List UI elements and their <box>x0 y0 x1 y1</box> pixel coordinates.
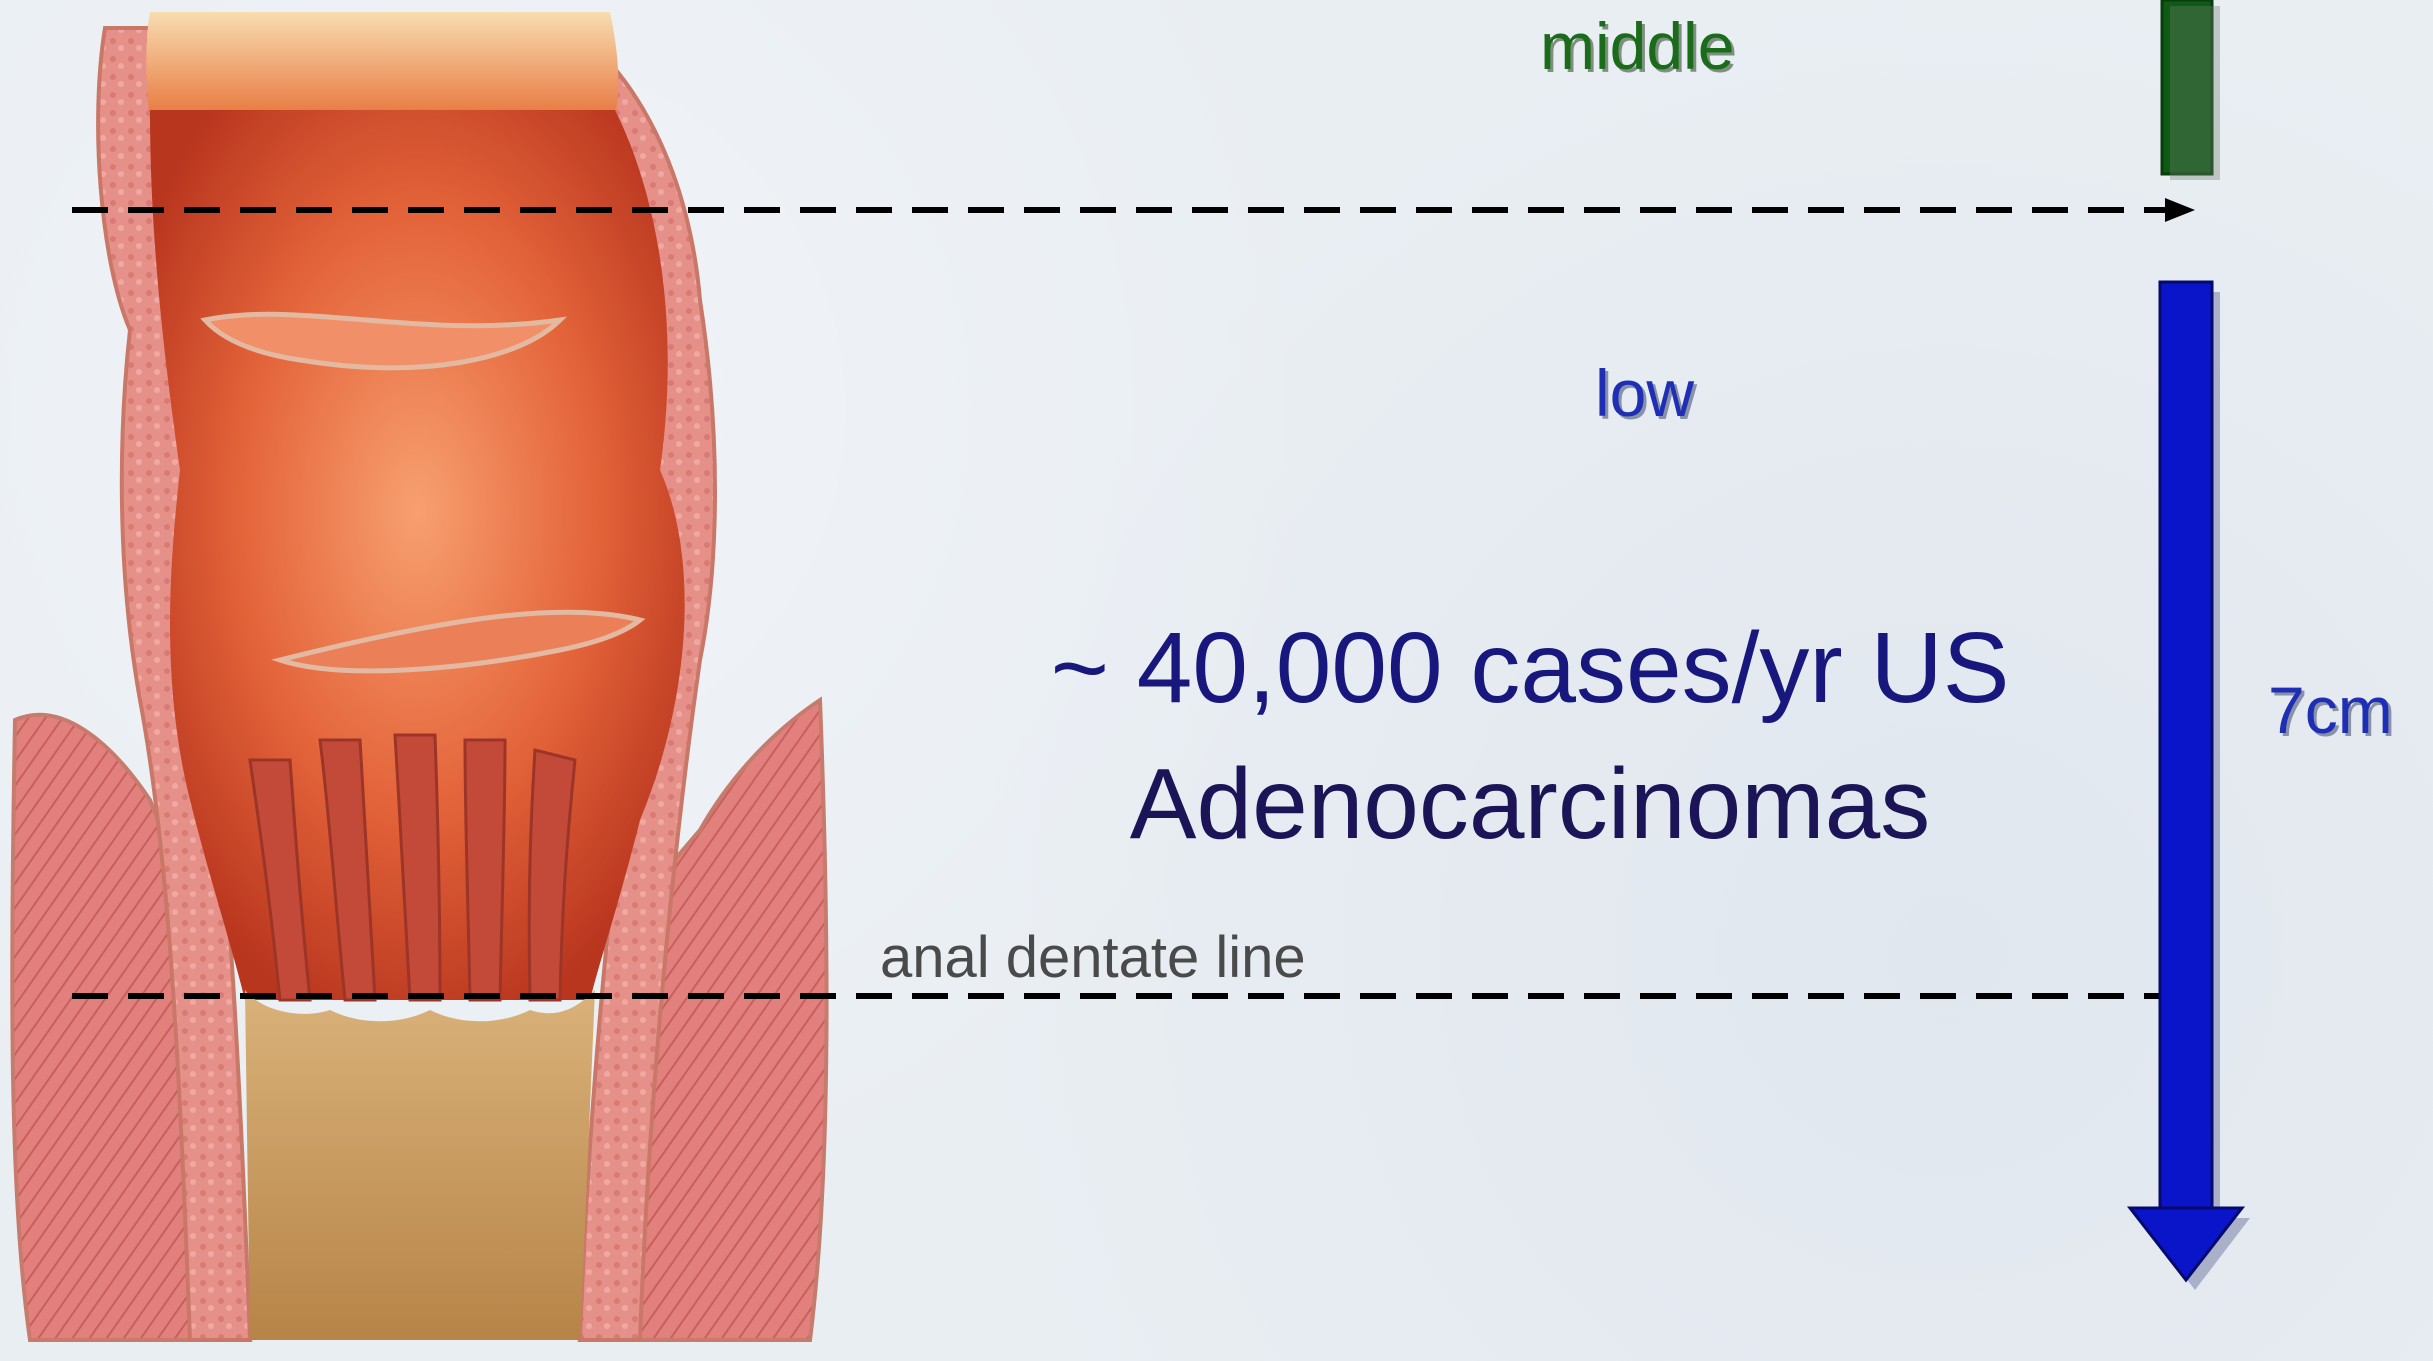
distance-label: 7cm <box>2268 672 2393 748</box>
upper-boundary-arrowhead <box>2165 198 2195 222</box>
middle-segment-label: middle <box>1540 8 1734 84</box>
low-segment-label: low <box>1595 355 1694 431</box>
dentate-line-label: anal dentate line <box>880 924 1306 991</box>
cases-per-year-text: ~ 40,000 cases/yr US <box>880 600 2180 736</box>
tumor-type-text: Adenocarcinomas <box>880 736 2180 872</box>
incidence-statement: ~ 40,000 cases/yr US Adenocarcinomas <box>880 600 2180 872</box>
